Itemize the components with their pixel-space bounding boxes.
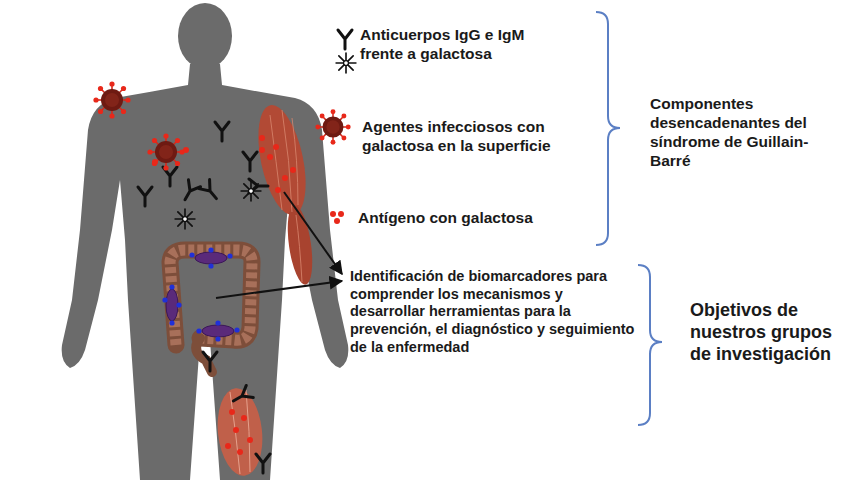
objective-text: Identificación de biomarcadores para com… <box>350 268 638 356</box>
brackets <box>596 12 662 425</box>
stars <box>175 181 261 229</box>
leader-arrows <box>216 192 342 298</box>
leg-muscle <box>214 386 267 478</box>
legend-icons <box>315 30 356 224</box>
antibodies <box>138 122 270 473</box>
legend-text: Antígeno con galactosa <box>358 209 588 228</box>
legend-text: Anticuerpos IgG e IgM frente a galactosa <box>360 26 550 64</box>
viruses <box>93 81 184 170</box>
intestine <box>162 247 252 372</box>
human-silhouette <box>62 3 349 480</box>
group-label: Componentes desencadenantes del síndrome… <box>650 95 825 171</box>
antigen-dots <box>152 135 265 165</box>
legend-text: Agentes infecciosos con galactosa en la … <box>362 118 582 156</box>
group-label: Objetivos de nuestros grupos de investig… <box>690 300 840 366</box>
